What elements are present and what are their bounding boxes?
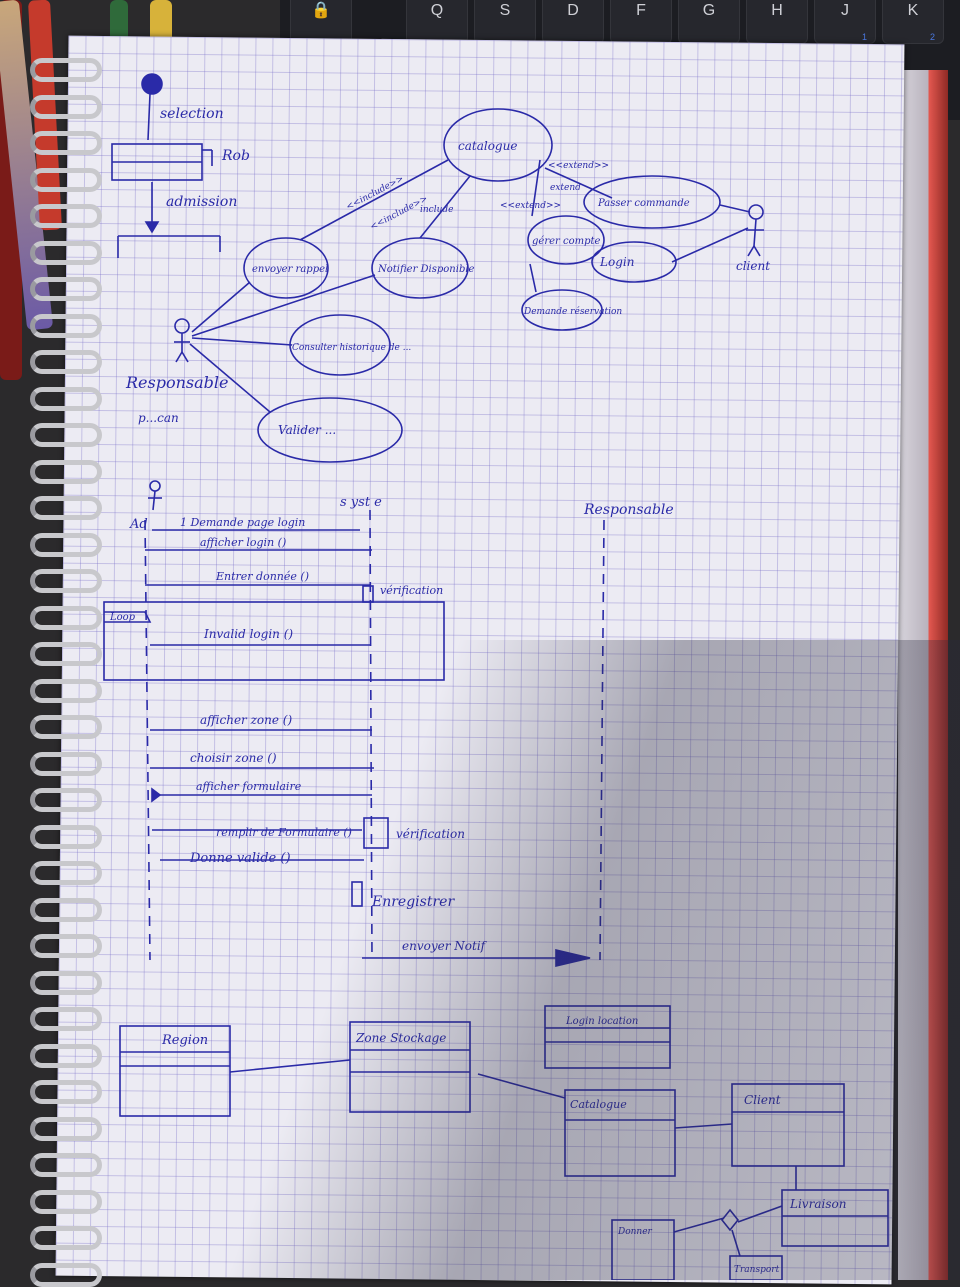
key-f: F (610, 0, 672, 44)
message: Invalid login () (203, 627, 293, 641)
spiral-ring (30, 715, 102, 739)
activity-start-label: selection (160, 106, 224, 122)
spiral-ring (30, 532, 102, 557)
relation-label: extend (550, 183, 581, 193)
use-case-valider: Valider ... (278, 423, 336, 437)
message: remplir de Formulaire () (216, 826, 352, 839)
key-q: Q (406, 0, 468, 44)
class-name: Catalogue (570, 1098, 627, 1111)
spiral-ring (30, 1080, 102, 1104)
activity-flow-label: admission (166, 194, 237, 210)
relation-label: <<extend>> (548, 161, 609, 171)
message: choisir zone () (190, 751, 277, 765)
spiral-ring (30, 459, 102, 484)
spiral-ring (30, 423, 102, 447)
message: Enregistrer (371, 894, 455, 910)
class-name: Livraison (789, 1197, 846, 1211)
spiral-ring (30, 1043, 102, 1068)
lifeline-responsable: Responsable (583, 502, 674, 518)
spiral-ring (30, 496, 102, 520)
key-s: S (474, 0, 536, 44)
class-name: Donner (617, 1227, 653, 1237)
spiral-ring (30, 350, 102, 374)
spiral-ring (30, 58, 102, 82)
message: Entrer donnée () (215, 570, 309, 583)
spiral-ring (30, 934, 102, 958)
spiral-ring (30, 751, 102, 776)
message: afficher login () (200, 536, 286, 549)
activity-decision-label: Rob (221, 148, 250, 164)
lifeline-admin: Ad (129, 517, 148, 532)
message: envoyer Notif (402, 939, 488, 953)
spiral-ring (30, 1189, 102, 1214)
spiral-ring (30, 970, 102, 995)
spiral-ring (30, 897, 102, 922)
spiral-ring (30, 1007, 102, 1031)
spiral-ring (30, 824, 102, 849)
spiral-ring (30, 240, 102, 265)
relation-label: include (420, 205, 453, 215)
relation-label: <<extend>> (500, 201, 561, 211)
actor-responsable: Responsable (125, 373, 228, 392)
spiral-ring (30, 204, 102, 228)
use-case-login: Login (599, 255, 634, 269)
spiral-ring (30, 788, 102, 812)
spiral-ring (30, 94, 102, 119)
actor-responsable-sub: p...can (138, 411, 179, 425)
message: vérification (380, 584, 443, 597)
class-name: Login location (565, 1016, 638, 1027)
spiral-ring (30, 1153, 102, 1177)
spiral-ring (30, 1116, 102, 1141)
use-case-consulter-historique: Consulter historique de ... (292, 343, 411, 353)
key-d: D (542, 0, 604, 44)
spiral-ring (30, 861, 102, 885)
lifeline-systeme: s yst e (340, 495, 382, 510)
message: vérification (396, 827, 465, 841)
spiral-ring (30, 277, 102, 301)
class-name: Region (161, 1033, 208, 1048)
spiral-ring (30, 1226, 102, 1250)
spiral-ring (30, 569, 102, 593)
use-case-notifier-disponible: Notifier Disponible (377, 264, 475, 275)
loop-label: Loop (109, 612, 136, 623)
relation-label: <<include>> (345, 174, 406, 213)
spiral-ring (30, 678, 102, 703)
message: Donne valide () (189, 851, 291, 866)
message: afficher zone () (200, 713, 292, 727)
use-case-gerer-compte: gérer compte (532, 236, 601, 247)
message: afficher formulaire (196, 780, 302, 793)
use-case-passer-commande: Passer commande (597, 198, 690, 209)
spiral-ring (30, 605, 102, 630)
key-g: G (678, 0, 740, 44)
class-name: Client (744, 1093, 781, 1107)
message: 1 Demande page login (180, 516, 305, 529)
actor-client: client (736, 259, 770, 273)
key: 🔒 (290, 0, 352, 44)
spiral-ring (30, 313, 102, 338)
use-case-demande-reservation: Demande réservation (523, 306, 622, 317)
spiral-ring (30, 131, 102, 155)
spiral-ring (30, 386, 102, 411)
notebook-edge (898, 70, 948, 1280)
class-name: Zone Stockage (355, 1031, 446, 1045)
spiral-ring (30, 167, 102, 192)
class-name: Transport (734, 1265, 780, 1275)
spiral-ring (30, 642, 102, 666)
use-case-catalogue: catalogue (458, 139, 517, 153)
use-case-envoyer-rappel: envoyer rappel (252, 264, 328, 275)
